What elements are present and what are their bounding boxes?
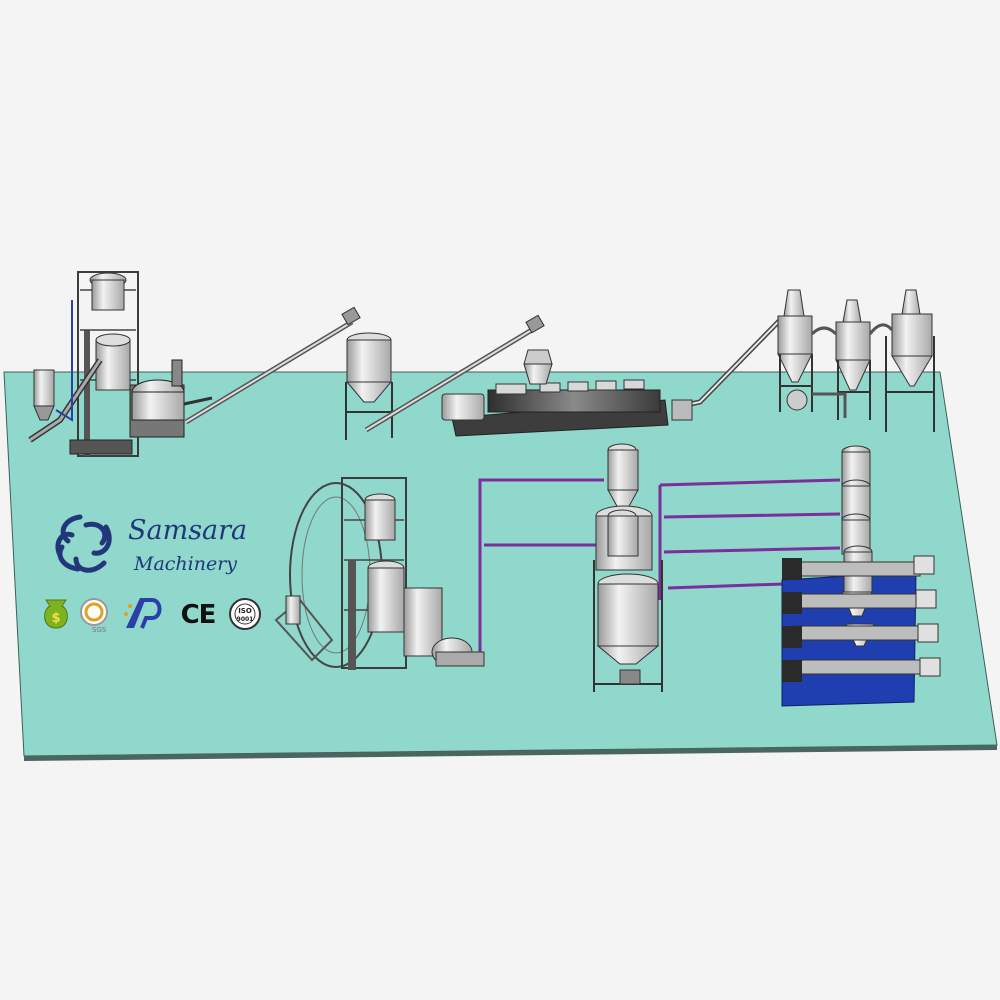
twin-screw-extruder	[441, 349, 669, 437]
sgs-badge-icon	[80, 598, 108, 626]
iso-line2: 9001	[237, 616, 254, 623]
single-screw-extruders-right	[781, 445, 941, 707]
floor-edge	[24, 745, 997, 761]
brand-subtitle: Machinery	[134, 553, 238, 575]
brand-name: Samsara	[128, 515, 248, 546]
incline-conveyor-2	[364, 314, 545, 433]
brand-block: Samsara Machinery	[128, 516, 247, 576]
hopper-tanks-center	[593, 443, 663, 692]
ap-logo-icon	[124, 598, 162, 629]
cyclone-separators	[777, 289, 935, 432]
ce-mark: CE	[180, 600, 217, 630]
incline-conveyor-1	[184, 306, 361, 425]
iso-line1: ISO	[238, 607, 252, 615]
mixer-tower-left	[28, 271, 213, 457]
sgs-label: SGS	[92, 626, 107, 634]
pneumatic-conveyor	[671, 316, 784, 421]
brand-logo-icon	[55, 514, 112, 573]
storage-silo-1	[345, 332, 393, 440]
pipe-network	[478, 478, 841, 662]
mixer-tower-center	[274, 477, 485, 670]
iso-badge-icon: ISO 9001	[229, 598, 261, 630]
money-bag-icon: $	[44, 599, 68, 629]
svg-text:$: $	[51, 611, 60, 626]
